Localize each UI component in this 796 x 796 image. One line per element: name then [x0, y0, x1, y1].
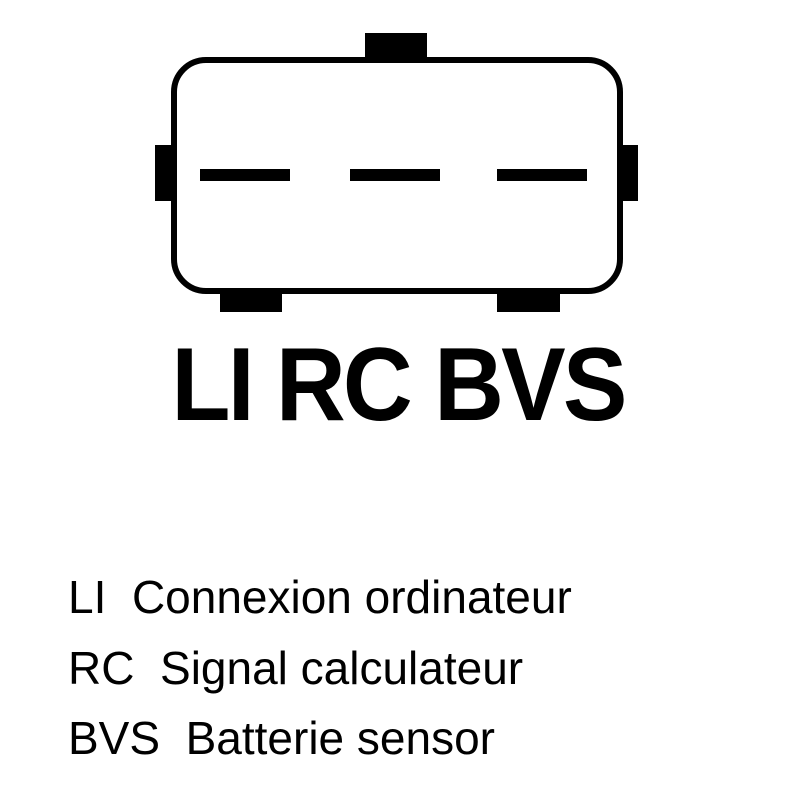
legend-item: BVS Batterie sensor: [68, 713, 495, 763]
terminal-pin-2: [350, 169, 440, 181]
terminal-pin-1: [200, 169, 290, 181]
legend-code: RC: [68, 642, 135, 694]
connector-label: LI RC BVS: [171, 327, 627, 443]
legend-item: RC Signal calculateur: [68, 643, 523, 693]
legend-item: LI Connexion ordinateur: [68, 572, 572, 622]
terminal-pin-3: [497, 169, 587, 181]
legend-description: Batterie sensor: [185, 712, 495, 764]
legend-description: Signal calculateur: [160, 642, 524, 694]
legend-code: LI: [68, 571, 107, 623]
legend-code: BVS: [68, 712, 161, 764]
legend-description: Connexion ordinateur: [131, 571, 572, 623]
